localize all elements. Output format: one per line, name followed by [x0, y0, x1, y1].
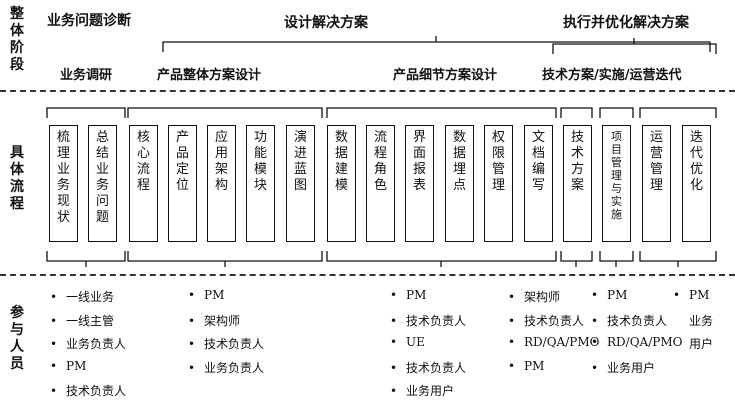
participant-item: 技术负责人 — [50, 382, 126, 406]
participant-item: 业务用户 — [390, 382, 466, 406]
participant-item: UE — [390, 335, 466, 359]
phase-diagnosis: 业务问题诊断 — [47, 13, 131, 29]
step-box: 数据建模 — [327, 125, 356, 242]
step-label: 项目管理与实施 — [611, 130, 622, 221]
step-label: 运营管理 — [649, 130, 663, 193]
step-box: 文档编写 — [524, 125, 553, 242]
step-box: 权限管理 — [484, 125, 513, 242]
participant-item: 业务 — [689, 313, 714, 328]
step-label: 应用架构 — [214, 130, 228, 193]
step-label: 权限管理 — [491, 130, 505, 193]
participant-item: RD/QA/PMO — [591, 335, 682, 359]
step-box: 项目管理与实施 — [602, 125, 631, 242]
step-box: 迭代优化 — [682, 125, 711, 242]
step-label: 界面报表 — [412, 130, 426, 193]
step-label: 功能模块 — [253, 130, 267, 193]
participant-item: 业务用户 — [591, 359, 682, 383]
participant-item: 技术负责人 — [188, 335, 264, 359]
participant-item: 技术负责人 — [390, 312, 466, 336]
participant-item: 业务负责人 — [188, 359, 264, 383]
participant-item: 技术负责人 — [591, 312, 682, 336]
step-label: 核心流程 — [136, 130, 150, 193]
step-label: 数据埋点 — [452, 130, 466, 193]
step-box: 演进蓝图 — [286, 125, 315, 242]
subphase-research: 业务调研 — [60, 68, 113, 83]
step-box: 梳理业务现状 — [49, 125, 78, 242]
step-label: 总结业务问题 — [95, 130, 109, 225]
participants-project: PM技术负责人RD/QA/PMO业务用户 — [591, 288, 682, 382]
participant-item: 一线业务 — [50, 288, 126, 312]
participants-research: 一线业务一线主管业务负责人PM技术负责人 — [50, 288, 126, 406]
participants-detail: PM技术负责人UE技术负责人业务用户 — [390, 288, 466, 406]
process-row-label: 具体流程 — [10, 145, 24, 212]
step-box: 总结业务问题 — [88, 125, 117, 242]
participant-item: PM — [673, 288, 713, 312]
participant-item: PM — [50, 359, 126, 383]
stage-row-label: 整体阶段 — [10, 6, 24, 73]
participant-item: 技术负责人 — [390, 359, 466, 383]
subphase-detail: 产品细节方案设计 — [393, 68, 498, 83]
step-box: 核心流程 — [129, 125, 158, 242]
participant-item: RD/QA/PMO — [508, 335, 599, 359]
subphase-overall: 产品整体方案设计 — [157, 68, 262, 83]
step-label: 文档编写 — [531, 130, 545, 193]
participant-item: PM — [188, 288, 264, 312]
phase-design: 设计解决方案 — [284, 15, 368, 31]
participants-overall: PM架构师技术负责人业务负责人 — [188, 288, 264, 382]
participant-item: 一线主管 — [50, 312, 126, 336]
participants-tech: 架构师技术负责人RD/QA/PMOPM — [508, 288, 599, 382]
step-box: 流程角色 — [366, 125, 395, 242]
step-label: 迭代优化 — [689, 130, 703, 193]
step-label: 产品定位 — [175, 130, 189, 193]
subphase-tech: 技术方案/实施/运营迭代 — [542, 68, 682, 83]
step-box: 技术方案 — [563, 125, 592, 242]
people-row-label: 参与人员 — [10, 305, 24, 372]
participant-item: PM — [591, 288, 682, 312]
step-box: 数据埋点 — [445, 125, 474, 242]
participant-item: PM — [390, 288, 466, 312]
step-label: 数据建模 — [334, 130, 348, 193]
step-label: 技术方案 — [570, 130, 584, 193]
step-box: 应用架构 — [207, 125, 236, 242]
step-label: 梳理业务现状 — [56, 130, 70, 225]
step-box: 功能模块 — [246, 125, 275, 242]
participant-item: 架构师 — [508, 288, 599, 312]
participant-item: 架构师 — [188, 312, 264, 336]
step-label: 流程角色 — [373, 130, 387, 193]
separator-bottom — [0, 274, 735, 276]
step-label: 演进蓝图 — [293, 130, 307, 193]
step-box: 产品定位 — [168, 125, 197, 242]
participant-item: PM — [508, 359, 599, 383]
step-box: 界面报表 — [405, 125, 434, 242]
participant-item: 用户 — [689, 337, 714, 351]
phase-execute: 执行并优化解决方案 — [563, 15, 689, 31]
step-box: 运营管理 — [642, 125, 671, 242]
participant-item: 技术负责人 — [508, 312, 599, 336]
participant-item: 业务负责人 — [50, 335, 126, 359]
separator-top — [0, 90, 735, 92]
